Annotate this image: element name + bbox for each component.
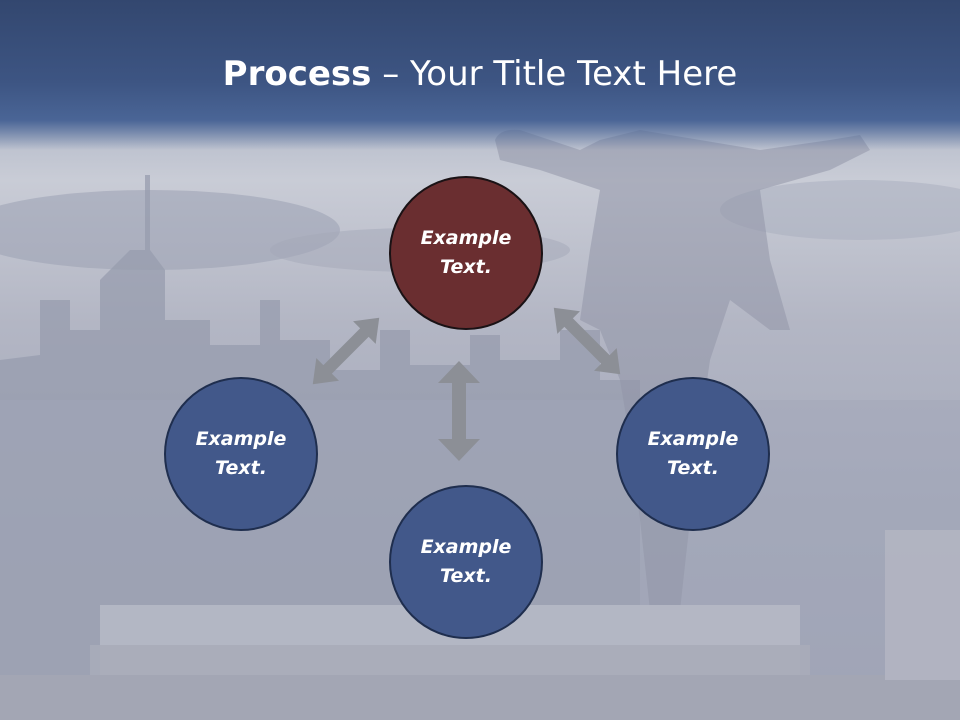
title-separator: – (371, 54, 411, 94)
title-band (0, 0, 960, 150)
node-line2: Text. (667, 457, 719, 479)
title-bold: Process (222, 54, 372, 94)
title-text: Your Title Text Here (410, 54, 738, 94)
node-line2: Text. (440, 256, 492, 278)
node-line1: Example (647, 428, 739, 450)
node-line2: Text. (215, 457, 267, 479)
node-line1: Example (420, 227, 512, 249)
slide-title: Process – Your Title Text Here (0, 52, 960, 96)
node-line2: Text. (440, 565, 492, 587)
node-line1: Example (420, 536, 512, 558)
node-line1: Example (195, 428, 287, 450)
